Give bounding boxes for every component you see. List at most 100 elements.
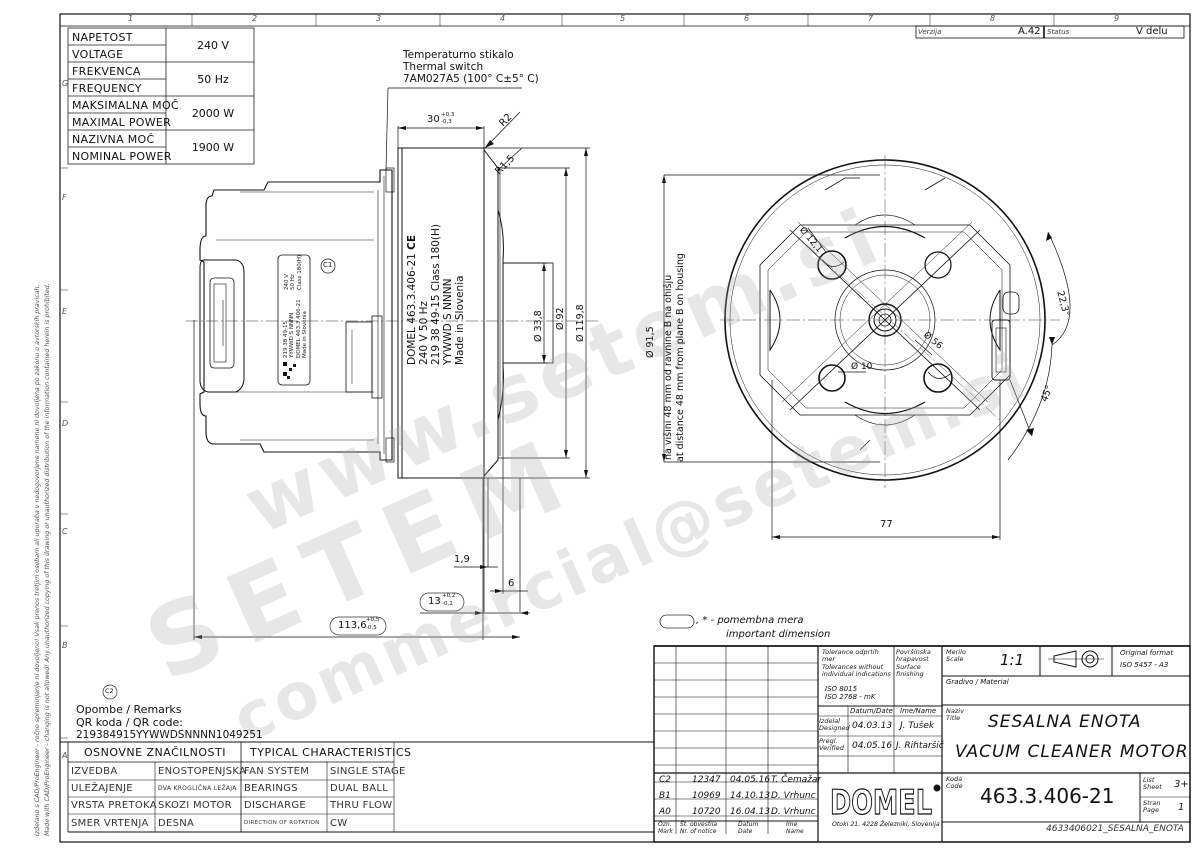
spec-label-en: NOMINAL POWER bbox=[72, 150, 172, 163]
rev-header-notice-en: Nr. of notice bbox=[680, 827, 717, 835]
thermal-switch-label-en: Thermal switch bbox=[403, 61, 484, 73]
material-label: Gradivo / Material bbox=[946, 678, 1009, 686]
spec-label-en: FREQUENCY bbox=[72, 82, 142, 95]
title-label-en: Title bbox=[946, 714, 961, 723]
tolerance-label: Tolerance odprtih mer Tolerances without… bbox=[822, 648, 892, 679]
row-letter: G bbox=[62, 79, 69, 88]
dim-30-tol-upper: +0,3 bbox=[441, 112, 455, 118]
sheet-label: List Sheet bbox=[1143, 776, 1162, 792]
original-format-value: ISO 5457 - A3 bbox=[1120, 661, 1169, 669]
qr-code-value: 219384915YYWWDSNNNN1049251 bbox=[76, 729, 263, 741]
tolerance-label-sl: Tolerance odprtih mer bbox=[822, 648, 879, 664]
domel-logo: DOMEL bbox=[830, 783, 932, 823]
designed-label-sl: Izdelal bbox=[819, 717, 841, 725]
status-label: Status bbox=[1047, 28, 1070, 36]
revision-date: 16.04.13 bbox=[730, 807, 771, 817]
rev-header-mark-sl: Ozn. bbox=[658, 821, 672, 828]
status-value: V delu bbox=[1136, 26, 1168, 37]
dim-113-6: 113,6 bbox=[338, 620, 367, 631]
copyright-notice-en: Made with CAD/ProEngineer - changing is … bbox=[44, 283, 51, 836]
rev-header-date-sl: Datum bbox=[738, 821, 759, 828]
spec-label-sl: FREKVENCA bbox=[72, 65, 141, 78]
char-row-value: CW bbox=[330, 818, 348, 829]
scale-label-sl: Merilo bbox=[946, 648, 966, 656]
rev-header-notice: Št. obvestila Nr. of notice bbox=[680, 821, 718, 836]
rev-header-mark: Ozn. Mark bbox=[658, 821, 673, 836]
dim-13-tol-upper: +0,2 bbox=[442, 593, 456, 599]
char-row-value: DESNA bbox=[158, 818, 195, 829]
char-row-label: IZVEDBA bbox=[71, 766, 118, 777]
char-row-label: SMER VRTENJA bbox=[71, 818, 149, 829]
char-row-value: SINGLE STAGE bbox=[330, 766, 406, 777]
characteristics-header-sl: OSNOVNE ZNAČILNOSTI bbox=[83, 746, 226, 759]
char-row-label: VRSTA PRETOKA bbox=[71, 800, 157, 811]
small-label-line: DOMEL 463.3.406-21 bbox=[295, 299, 302, 358]
char-row-value: ENOSTOPENJSKA bbox=[158, 766, 247, 777]
dim-1-9: 1,9 bbox=[454, 554, 470, 565]
company-address: Otoki 21, 4228 Železniki, Slovenija bbox=[832, 821, 940, 828]
designed-label: Izdelal Designed bbox=[819, 717, 850, 733]
label-line-model: DOMEL 463.3.406-21 bbox=[406, 253, 418, 365]
spec-label-sl: NAZIVNA MOČ bbox=[72, 133, 155, 146]
verified-label-sl: Pregl. bbox=[819, 737, 838, 745]
dia-10: Ø 10 bbox=[851, 362, 873, 372]
drawing-title-sl: SESALNA ENOTA bbox=[988, 712, 1142, 732]
date-header: Datum/Date bbox=[850, 707, 893, 715]
title-label: Naziv Title bbox=[946, 707, 964, 723]
label-line-class: 219 38 49-15 Class 180(H) bbox=[430, 223, 442, 365]
dim-113-6-tol-lower: -0,5 bbox=[366, 625, 377, 631]
measurement-note-en: at distance 48 mm from plane B on housin… bbox=[675, 253, 686, 462]
row-letter: C bbox=[62, 527, 68, 536]
name-header: Ime/Name bbox=[900, 707, 937, 715]
spec-value-max-power: 2000 W bbox=[191, 107, 235, 120]
ce-mark-icon: CE bbox=[406, 234, 418, 250]
dim-6: 6 bbox=[508, 578, 515, 589]
row-letter: E bbox=[62, 307, 68, 316]
column-number: 8 bbox=[990, 14, 996, 23]
rev-header-date-en: Date bbox=[738, 827, 753, 835]
char-row-label: DIRECTION OF ROTATION bbox=[244, 820, 320, 826]
spec-value-voltage: 240 V bbox=[196, 39, 230, 52]
char-row-label: BEARINGS bbox=[244, 783, 298, 794]
copyright-notice-sl: Izdelano s CAD/ProEngineer - ročno sprem… bbox=[34, 284, 41, 836]
rev-header-mark-en: Mark bbox=[658, 827, 673, 835]
column-number: 6 bbox=[744, 14, 750, 23]
row-letter: F bbox=[62, 193, 67, 202]
char-row-value: DVA KROGLIČNA LEŽAJA bbox=[158, 785, 237, 792]
code-label-sl: Koda bbox=[946, 775, 963, 783]
remarks-title: Opombe / Remarks bbox=[76, 703, 182, 716]
dia-33-8: Ø 33,8 bbox=[533, 310, 544, 342]
dim-13: 13 bbox=[428, 596, 441, 607]
thermal-switch-part-number: 7AM027A5 (100° C±5° C) bbox=[403, 73, 539, 85]
callout-c1: C1 bbox=[323, 261, 333, 269]
row-letter: A bbox=[62, 751, 68, 760]
spec-label-sl: MAKSIMALNA MOČ bbox=[72, 99, 179, 112]
char-row-label: FAN SYSTEM bbox=[244, 766, 310, 777]
column-number: 2 bbox=[252, 14, 258, 23]
designed-date: 04.03.13 bbox=[852, 721, 893, 731]
rev-header-notice-sl: Št. obvestila bbox=[680, 821, 718, 828]
column-number: 4 bbox=[500, 14, 506, 23]
column-number: 7 bbox=[868, 14, 874, 23]
rev-header-name: Ime Name bbox=[786, 821, 804, 836]
char-row-value: DUAL BALL bbox=[330, 783, 389, 794]
rev-header-date: Datum Date bbox=[738, 821, 759, 836]
dia-92: Ø 92 bbox=[555, 307, 566, 330]
callout-c2: C2 bbox=[105, 687, 114, 695]
dim-30-tol-lower: -0,3 bbox=[441, 119, 452, 125]
version-value: A.42 bbox=[1018, 26, 1041, 37]
revision-notice: 10720 bbox=[692, 807, 721, 817]
label-line-rating: 240 V 50 Hz bbox=[418, 300, 430, 365]
dim-77: 77 bbox=[880, 519, 893, 530]
revision-name: D. Vrhunc bbox=[771, 791, 816, 801]
designed-label-en: Designed bbox=[819, 724, 850, 733]
version-label: Verzija bbox=[918, 28, 942, 36]
verified-label: Pregl. Verified bbox=[819, 737, 844, 753]
surface-label-sl: Površinska hrapavost bbox=[896, 648, 931, 664]
revision-date: 14.10.13 bbox=[730, 791, 771, 801]
motor-rating-label: 219 38 49-15 YYWWD S NNNN DOMEL 463.3.40… bbox=[283, 299, 308, 358]
verified-date: 04.05.16 bbox=[852, 741, 893, 751]
dim-30: 30 bbox=[427, 114, 440, 125]
qr-code-label: QR koda / QR code: bbox=[76, 716, 183, 729]
